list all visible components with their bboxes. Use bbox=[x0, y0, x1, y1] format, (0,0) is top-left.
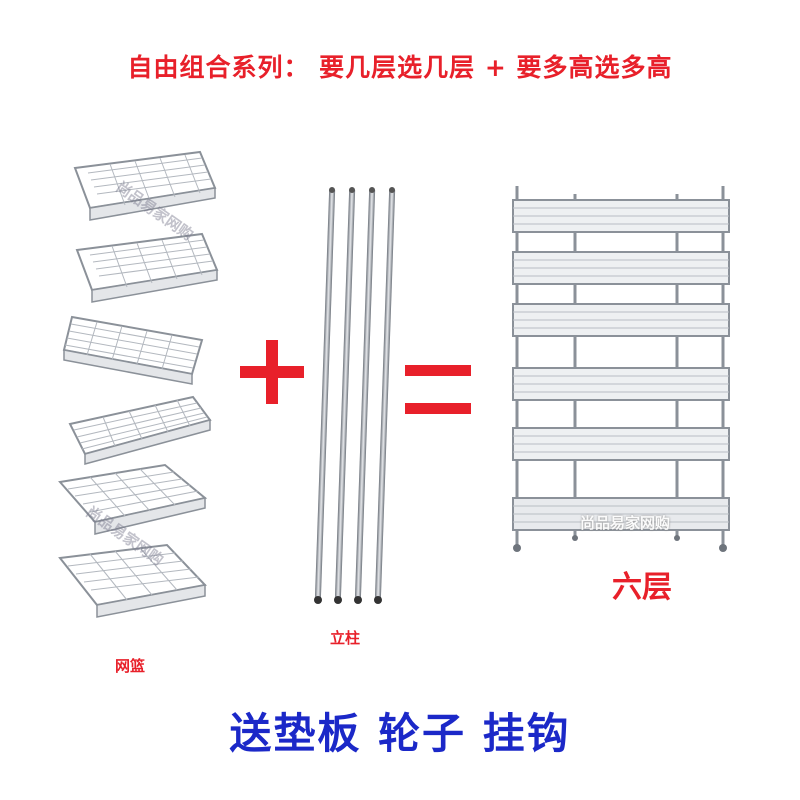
wire-basket-5 bbox=[58, 463, 208, 535]
bottom-gift-text: 送垫板 轮子 挂钩 bbox=[229, 709, 571, 758]
plus-sign bbox=[240, 340, 304, 404]
page-title: 自由组合系列： 要几层选几层 + 要多高选多高 bbox=[127, 53, 673, 82]
wire-basket-4 bbox=[68, 395, 212, 465]
wire-basket-3 bbox=[62, 315, 204, 385]
six-tier-rack bbox=[512, 186, 730, 552]
six-tier-label: 六层 bbox=[612, 570, 672, 605]
wire-basket-1 bbox=[73, 150, 217, 221]
wire-basket-6 bbox=[58, 543, 207, 618]
equals-sign bbox=[405, 365, 471, 415]
baskets-label: 网篮 bbox=[115, 657, 146, 675]
upright-poles bbox=[314, 187, 396, 604]
watermark-rack: 尚品易家网购 bbox=[580, 514, 671, 532]
wire-basket-2 bbox=[75, 232, 219, 303]
poles-label: 立柱 bbox=[330, 629, 361, 647]
